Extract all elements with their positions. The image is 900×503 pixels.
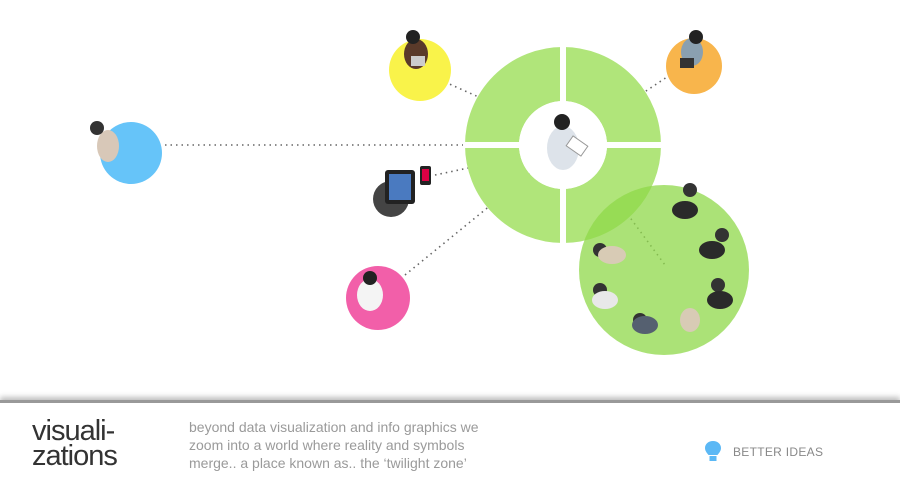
person-blue <box>90 121 119 162</box>
better-ideas-link[interactable]: BETTER IDEAS <box>705 441 823 463</box>
description-line: zoom into a world where reality and symb… <box>189 437 465 453</box>
person-center <box>547 114 589 170</box>
group-circle <box>579 185 749 355</box>
description-line: beyond data visualization and info graph… <box>189 419 479 435</box>
person-pink <box>357 271 383 311</box>
better-ideas-label: BETTER IDEAS <box>733 445 824 459</box>
person-orange <box>680 30 703 68</box>
description: beyond data visualization and info graph… <box>189 418 519 472</box>
title-line: visuali- <box>32 415 115 447</box>
people-group <box>592 183 733 334</box>
section-title: visuali- zations <box>32 415 118 472</box>
footer: visuali- zations beyond data visualizati… <box>0 400 900 503</box>
person-yellow <box>404 30 428 69</box>
tablet-device-icon <box>385 166 431 204</box>
title-line: zations <box>32 440 118 472</box>
visualization-diagram <box>90 30 749 355</box>
description-line: merge.. a place known as.. the ‘twilight… <box>189 455 467 471</box>
lightbulb-icon <box>705 441 721 461</box>
